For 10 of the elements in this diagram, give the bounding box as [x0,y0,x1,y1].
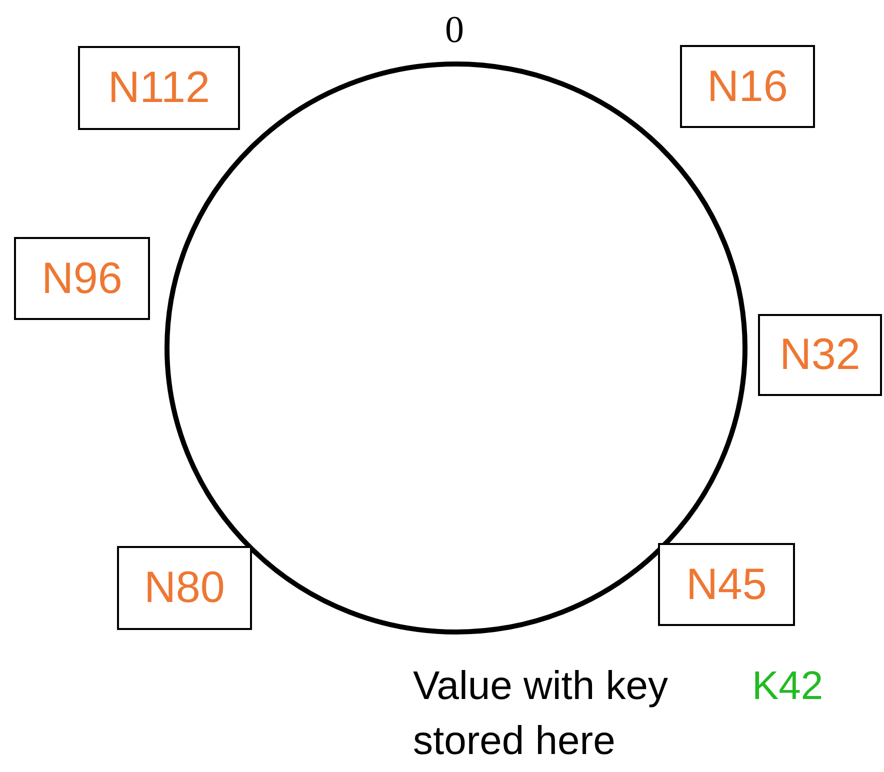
ring-node-box: N16 [680,45,815,128]
ring-node-box: N96 [14,237,150,320]
note-text: Value with key [413,664,668,709]
ring-node-box: N32 [758,314,882,396]
ring-node-box: N80 [117,546,252,630]
ring-node-box: N45 [658,543,795,626]
key-text: K42 [752,664,824,709]
note-text: stored here [413,719,616,764]
position-label: 0 [445,8,464,52]
ring-node-box: N112 [78,46,240,130]
